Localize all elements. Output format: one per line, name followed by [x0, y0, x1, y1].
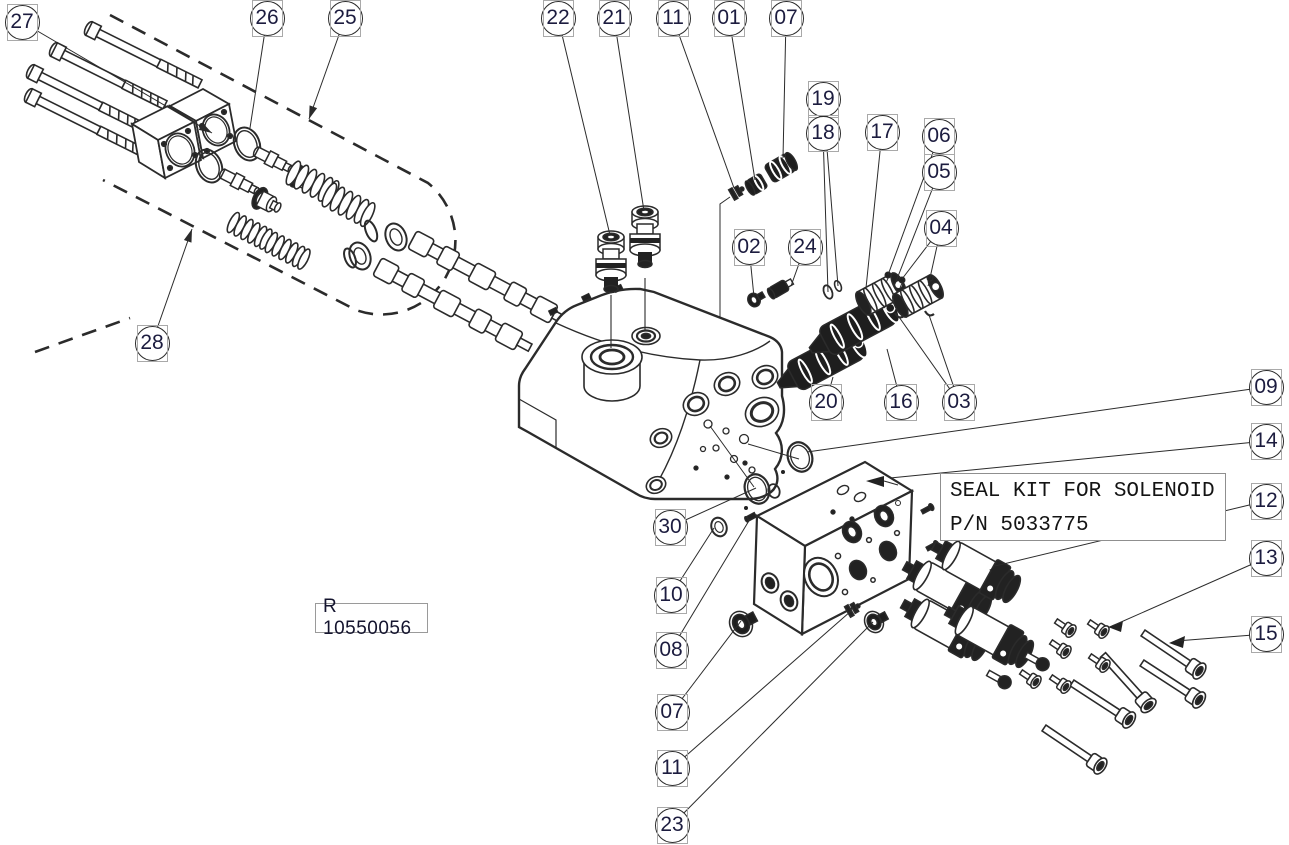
callout-28: 28: [134, 324, 170, 362]
callout-25: 25: [327, 0, 363, 37]
main-valve-body: [519, 278, 799, 499]
callout-11: 11: [654, 749, 690, 787]
callout-22: 22: [540, 0, 576, 37]
callout-07: 07: [768, 0, 804, 37]
callout-number: 10: [659, 583, 683, 606]
callout-04: 04: [923, 209, 959, 247]
callout-08: 08: [653, 631, 689, 669]
bottom-plugs: [725, 600, 891, 641]
callout-30: 30: [652, 508, 688, 546]
kit-boundary-dashed: [35, 15, 455, 352]
callout-17: 17: [864, 113, 900, 151]
retaining-clip-small: [729, 183, 747, 200]
callout-19: 19: [805, 80, 841, 118]
callout-number: 18: [811, 121, 835, 144]
callout-26: 26: [249, 0, 285, 37]
solenoid-block: [754, 462, 941, 634]
plug-23: [861, 606, 892, 636]
seal-kit-note-line2: P/N 5033775: [950, 514, 1089, 537]
plug-24: [766, 276, 795, 300]
seal-kit-note: SEAL KIT FOR SOLENOID P/N 5033775: [940, 473, 1226, 541]
callout-number: 12: [1254, 489, 1278, 512]
callout-15: 15: [1248, 615, 1284, 653]
top-port: [632, 328, 660, 345]
seal-kit-note-line1: SEAL KIT FOR SOLENOID: [950, 480, 1215, 503]
callout-number: 13: [1254, 546, 1278, 569]
fitting-07: [764, 151, 800, 183]
relief-valve-caps: [595, 205, 661, 294]
callout-number: 25: [333, 6, 357, 29]
callout-number: 07: [660, 700, 684, 723]
peg-08: [744, 512, 757, 523]
orientation-arrow: [866, 476, 884, 487]
top-fittings: [720, 151, 800, 318]
callout-number: 27: [10, 10, 34, 33]
callout-11: 11: [655, 0, 691, 37]
bolt-arrow-13: [1108, 621, 1123, 632]
callout-number: 16: [889, 390, 913, 413]
plug-02: [745, 288, 767, 309]
fitting-01: [743, 173, 767, 196]
bolt-arrow-15: [1169, 636, 1185, 648]
callout-number: 17: [870, 120, 894, 143]
callout-number: 14: [1254, 429, 1278, 452]
clip-11b: [845, 600, 863, 617]
control-spools: [373, 231, 570, 357]
callout-number: 06: [927, 124, 951, 147]
drawing-reference-text: R 10550056: [323, 596, 412, 639]
callout-14: 14: [1248, 422, 1284, 460]
callout-number: 08: [659, 638, 683, 661]
solenoid-arrow: [989, 563, 1003, 573]
callout-number: 11: [662, 6, 684, 29]
callout-05: 05: [921, 153, 957, 191]
callout-number: 30: [658, 515, 682, 538]
washer-30: [709, 516, 730, 539]
spool-seals-and-springs: [190, 122, 410, 272]
drawing-reference: R 10550056: [315, 596, 428, 639]
work-ports: [644, 362, 784, 497]
callout-number: 20: [814, 390, 838, 413]
callout-24: 24: [787, 228, 823, 266]
callout-02: 02: [731, 228, 767, 266]
callout-number: 19: [811, 87, 835, 110]
mounting-screws-group: [1016, 614, 1210, 778]
callout-27: 27: [4, 3, 40, 41]
solenoid-cartridges: [892, 528, 1053, 692]
callout-number: 28: [140, 331, 164, 354]
callout-number: 24: [793, 235, 817, 258]
callout-16: 16: [883, 383, 919, 421]
callout-number: 07: [774, 6, 798, 29]
callout-number: 03: [947, 390, 971, 413]
callout-number: 09: [1254, 375, 1278, 398]
callout-10: 10: [653, 576, 689, 614]
callout-13: 13: [1248, 539, 1284, 577]
callout-12: 12: [1248, 482, 1284, 520]
callout-20: 20: [808, 383, 844, 421]
top-boss: [582, 340, 642, 401]
callout-21: 21: [596, 0, 632, 37]
callout-number: 21: [602, 6, 626, 29]
callout-number: 15: [1254, 622, 1278, 645]
end-cap-cubes: [132, 89, 236, 178]
callout-01: 01: [711, 0, 747, 37]
callout-number: 22: [546, 6, 570, 29]
callout-number: 23: [660, 813, 684, 836]
quick-couplers: [770, 269, 947, 401]
callout-06: 06: [921, 117, 957, 155]
callout-number: 26: [255, 6, 279, 29]
callout-23: 23: [654, 806, 690, 844]
callout-07: 07: [654, 693, 690, 731]
callout-18: 18: [805, 114, 841, 152]
callout-number: 05: [927, 160, 951, 183]
callout-number: 02: [737, 235, 761, 258]
callout-03: 03: [941, 383, 977, 421]
plug-07b: [725, 605, 761, 641]
callout-number: 11: [661, 756, 683, 779]
callout-09: 09: [1248, 368, 1284, 406]
callout-number: 04: [929, 216, 953, 239]
callout-number: 01: [717, 6, 741, 29]
